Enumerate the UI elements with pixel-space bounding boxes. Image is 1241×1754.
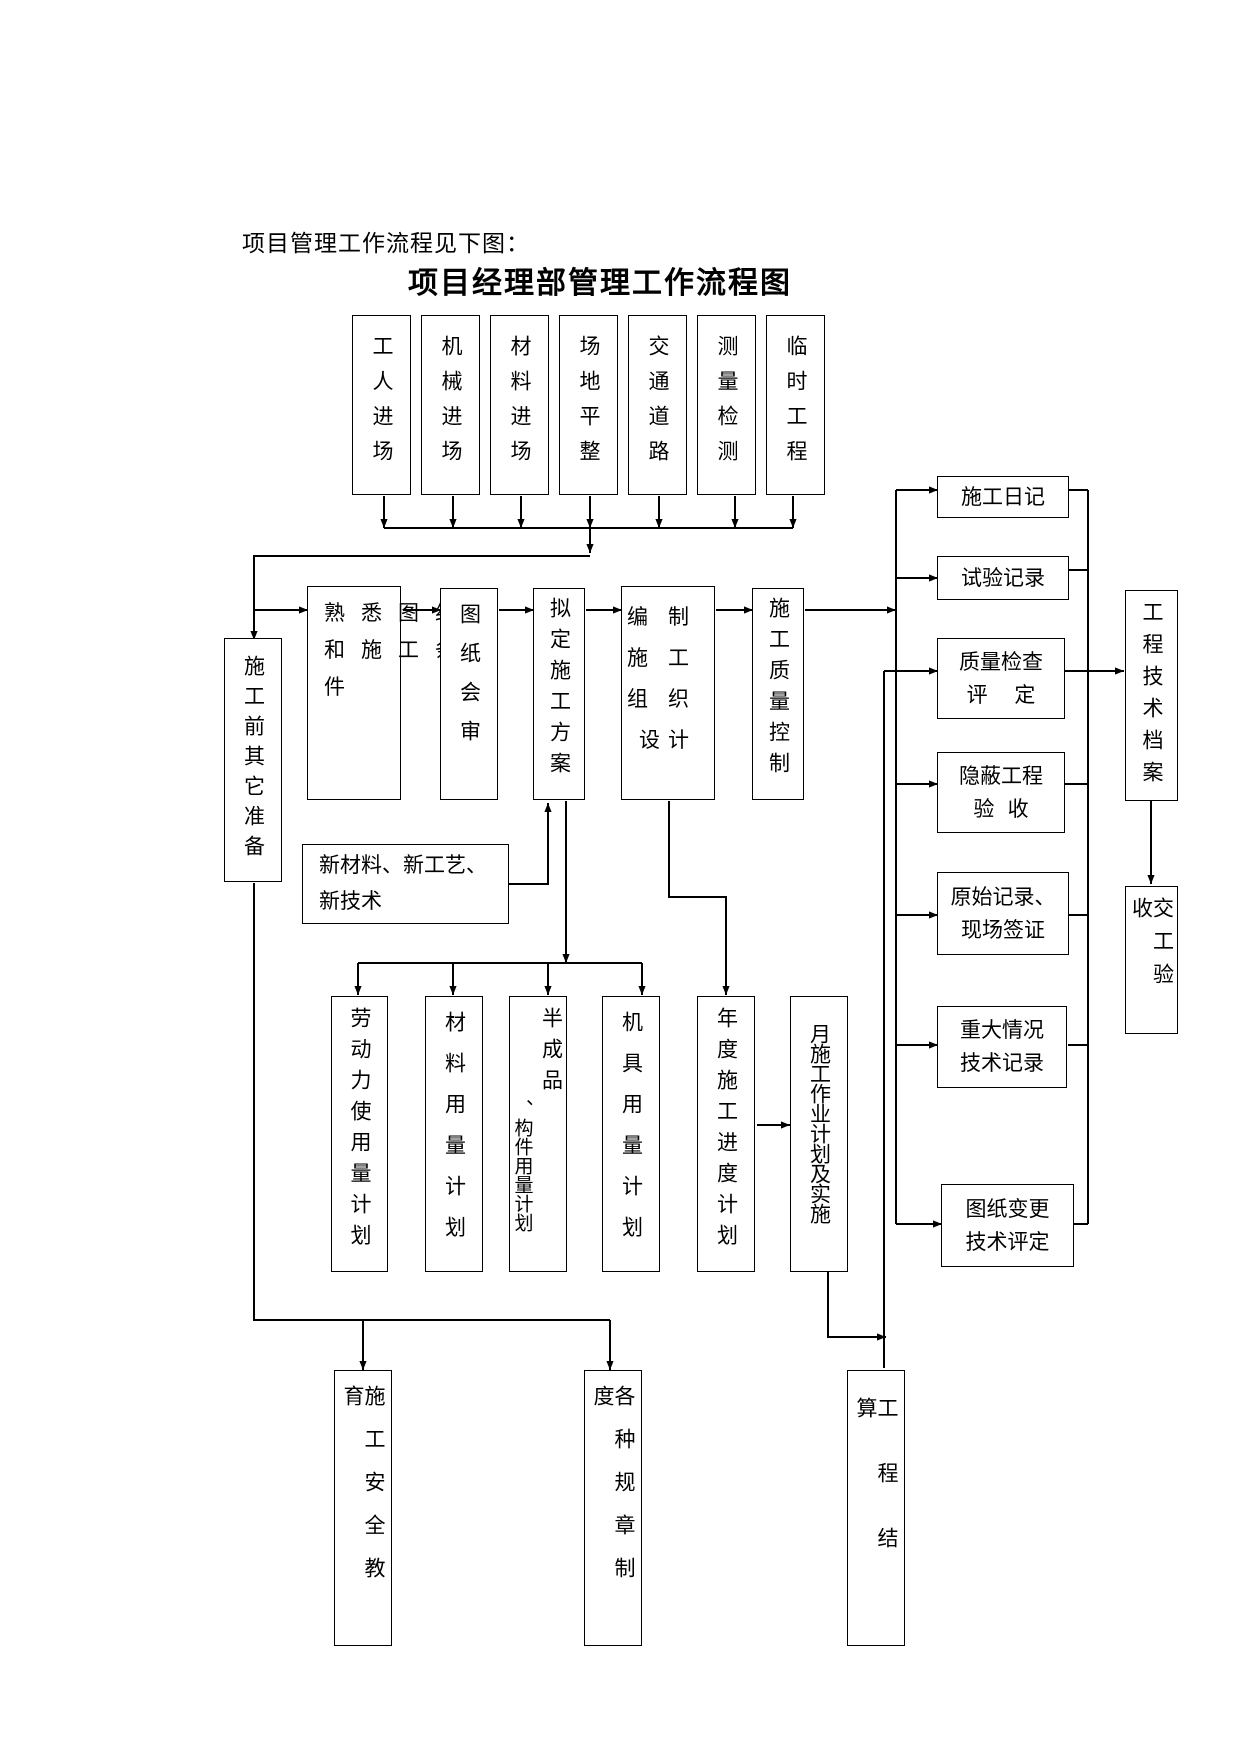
- node-machinery-entry-label: 机械进场: [439, 335, 463, 475]
- node-survey-detection: 测量检测: [697, 315, 756, 495]
- node-org-design: 编制 施工 组织 设计: [621, 586, 715, 800]
- node-labor-plan-label: 劳动力使用量计划: [348, 1007, 372, 1255]
- node-regulations-label: 各种规章制度: [591, 1385, 636, 1600]
- node-test-record-label: 试验记录: [961, 565, 1045, 590]
- node-new-tech: 新材料、新工艺、 新技术: [302, 844, 509, 924]
- node-material-plan-label: 材料用量计划: [442, 1011, 467, 1257]
- node-new-tech-line1: 新材料、新工艺、: [319, 853, 487, 878]
- node-tech-archive-label: 工程技术档案: [1140, 601, 1164, 793]
- node-new-tech-line2: 新技术: [319, 889, 382, 913]
- node-materials-entry: 材料进场: [490, 315, 549, 495]
- node-traffic-roads: 交通道路: [628, 315, 687, 495]
- node-labor-plan: 劳动力使用量计划: [331, 996, 388, 1272]
- node-machine-plan: 机具用量计划: [602, 996, 660, 1272]
- node-drawing-change-line1: 图纸变更: [965, 1196, 1050, 1221]
- node-quality-control: 施工质量控制: [752, 588, 804, 800]
- node-original-records: 原始记录、 现场签证: [937, 872, 1069, 955]
- node-material-plan: 材料用量计划: [425, 996, 483, 1272]
- node-org-design-line1: 编制: [627, 605, 709, 629]
- node-workers-entry: 工人进场: [352, 315, 411, 495]
- node-construction-log-label: 施工日记: [961, 484, 1045, 509]
- node-annual-plan-label: 年度施工进度计划: [714, 1007, 739, 1255]
- node-hidden-works: 隐蔽工程 验 收: [937, 752, 1065, 833]
- diagram-title: 项目经理部管理工作流程图: [408, 266, 792, 301]
- node-major-line2: 技术记录: [960, 1051, 1044, 1075]
- node-site-leveling-label: 场地平整: [577, 335, 601, 475]
- node-settlement-label: 工程结算: [854, 1397, 899, 1592]
- node-construction-plan: 拟定施工方案: [533, 588, 585, 800]
- node-semi-line2: 、构件用量计划: [511, 1099, 534, 1232]
- intro-text: 项目管理工作流程见下图：: [242, 231, 530, 257]
- node-familiarize-drawings: 熟悉图纸 和施工条 件: [307, 586, 456, 800]
- node-drawing-review: 图纸会审: [440, 588, 498, 800]
- node-original-line2: 现场签证: [961, 917, 1045, 942]
- node-quality-control-label: 施工质量控制: [766, 597, 791, 783]
- node-regulations: 各种规章制度: [584, 1370, 642, 1646]
- node-major-line1: 重大情况: [960, 1018, 1044, 1043]
- node-materials-entry-label: 材料进场: [508, 335, 532, 475]
- node-other-preparation: 施工前其它准备: [224, 638, 282, 882]
- node-machine-plan-label: 机具用量计划: [619, 1011, 644, 1257]
- node-construction-log: 施工日记: [937, 476, 1069, 518]
- node-construction-plan-label: 拟定施工方案: [547, 597, 572, 783]
- node-survey-detection-label: 测量检测: [715, 335, 739, 475]
- node-settlement: 工程结算: [847, 1370, 905, 1646]
- node-quality-evaluation: 质量检查 评 定: [937, 638, 1065, 719]
- node-site-leveling: 场地平整: [559, 315, 618, 495]
- node-other-preparation-label: 施工前其它准备: [241, 655, 266, 865]
- node-temporary-works-label: 临时工程: [784, 335, 808, 475]
- node-test-record: 试验记录: [937, 556, 1069, 600]
- node-hidden-line1: 隐蔽工程: [959, 763, 1043, 788]
- node-drawing-review-label: 图纸会审: [457, 603, 482, 759]
- node-machinery-entry: 机械进场: [421, 315, 480, 495]
- node-handover-label: 交工验收: [1129, 897, 1175, 996]
- node-safety-education-label: 施工安全教育: [341, 1385, 386, 1600]
- node-traffic-roads-label: 交通道路: [646, 335, 670, 475]
- node-org-design-line2: 施工: [627, 645, 709, 670]
- node-semi-products-plan: 半成品 、构件用量计划: [509, 996, 567, 1272]
- node-handover: 交工验收: [1125, 886, 1178, 1034]
- node-tech-archive: 工程技术档案: [1125, 590, 1178, 801]
- node-temporary-works: 临时工程: [766, 315, 825, 495]
- node-safety-education: 施工安全教育: [334, 1370, 392, 1646]
- node-drawing-change: 图纸变更 技术评定: [941, 1184, 1074, 1267]
- node-annual-plan: 年度施工进度计划: [697, 996, 755, 1272]
- node-monthly-plan: 月施工作业计划及实施: [790, 996, 848, 1272]
- node-familiarize-line3: 件: [324, 674, 345, 699]
- node-familiarize-line2: 和施工条: [324, 637, 472, 662]
- node-familiarize-line1: 熟悉图纸: [324, 601, 472, 625]
- node-semi-line1: 半成品: [539, 1007, 564, 1100]
- node-drawing-change-line2: 技术评定: [965, 1229, 1050, 1254]
- node-org-design-line3: 组织: [627, 686, 709, 711]
- node-quality-eval-line2: 评 定: [966, 682, 1036, 707]
- node-major-situation: 重大情况 技术记录: [937, 1006, 1067, 1088]
- node-original-line1: 原始记录、: [950, 884, 1056, 909]
- node-hidden-line2: 验 收: [973, 796, 1029, 821]
- node-monthly-plan-label: 月施工作业计划及实施: [807, 1023, 832, 1223]
- node-quality-eval-line1: 质量检查: [959, 649, 1043, 674]
- node-org-design-line4: 设计: [639, 727, 697, 752]
- node-workers-entry-label: 工人进场: [370, 335, 394, 475]
